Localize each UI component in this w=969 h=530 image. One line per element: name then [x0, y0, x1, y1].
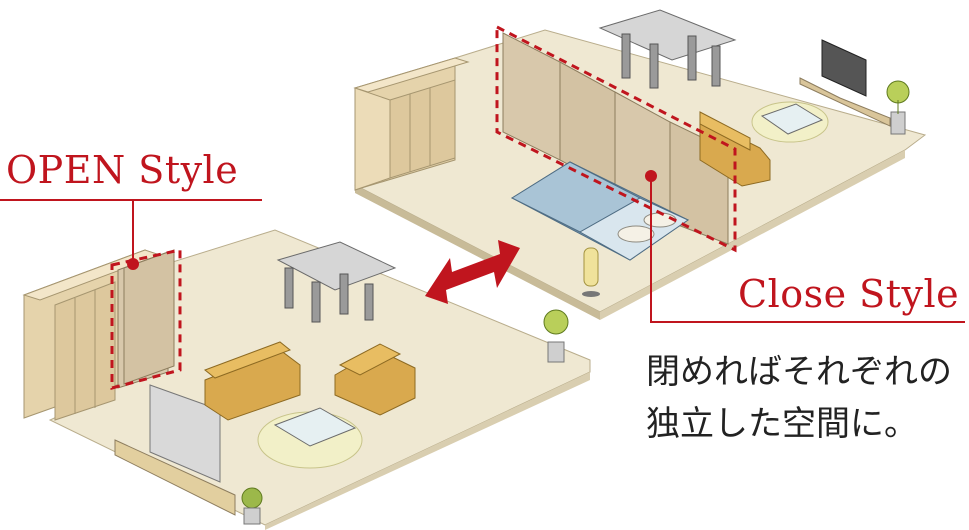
caption-line-1: 閉めればそれぞれの [646, 352, 952, 392]
open-sofa-small [334, 343, 416, 416]
close-floor-lamp [582, 247, 600, 297]
close-wardrobe [353, 57, 470, 191]
close-dining-set [598, 9, 737, 89]
open-room-floor-edge [265, 372, 590, 530]
open-plant-right [543, 309, 569, 363]
open-plant-bottom [241, 487, 263, 525]
open-tv-bench [114, 439, 236, 516]
close-plant [886, 80, 910, 135]
callout-lines [0, 170, 965, 323]
close-callout-line [650, 176, 965, 323]
close-tv [799, 39, 891, 127]
close-dashed-outline [495, 24, 737, 253]
caption-line-2: 独立した空間に。 [646, 404, 918, 444]
open-screen-panel [149, 384, 221, 483]
open-dining-set [276, 241, 397, 323]
close-room-floor-edge-left [355, 185, 600, 320]
double-arrow [425, 240, 520, 304]
caption-text: 閉めればそれぞれの 独立した空間に。 [646, 346, 952, 450]
close-room-floor-edge [600, 150, 905, 320]
open-stacked-panels [117, 249, 175, 389]
open-style-label: OPEN Style [6, 148, 239, 192]
open-sofa-large [203, 341, 301, 421]
close-style-room [353, 9, 927, 320]
close-style-label: Close Style [738, 272, 960, 316]
open-dashed-outline [110, 248, 182, 390]
open-style-room [22, 229, 591, 530]
close-coffee-table [751, 101, 829, 143]
open-coffee-table [257, 407, 363, 469]
